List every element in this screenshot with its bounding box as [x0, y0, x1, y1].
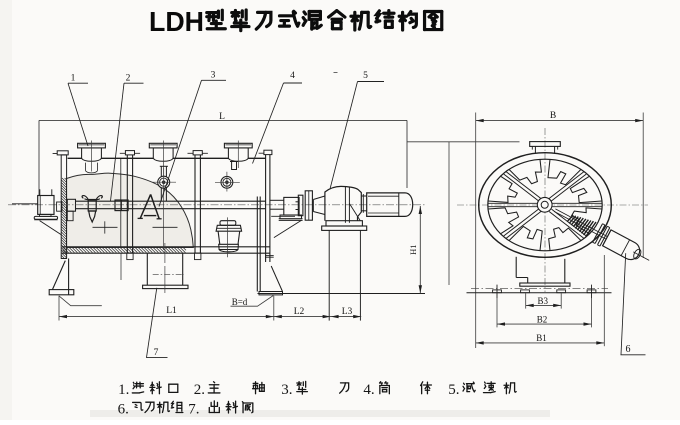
svg-text:L3: L3	[342, 307, 353, 317]
svg-text:B=d: B=d	[232, 297, 248, 307]
svg-text:2.: 2.	[194, 382, 205, 398]
svg-text:6.: 6.	[118, 401, 129, 417]
svg-text:LDH: LDH	[149, 6, 204, 37]
svg-text:5.: 5.	[448, 382, 459, 398]
svg-text:H1: H1	[408, 245, 418, 255]
svg-text:2: 2	[126, 74, 131, 84]
svg-text:B3: B3	[538, 296, 549, 306]
svg-text:B1: B1	[536, 333, 547, 343]
svg-text:B2: B2	[537, 315, 548, 325]
svg-text:7.: 7.	[188, 401, 199, 417]
svg-text:3.: 3.	[281, 382, 292, 398]
svg-text:3: 3	[211, 71, 216, 81]
svg-text:L2: L2	[294, 307, 305, 317]
svg-text:L: L	[219, 112, 225, 122]
svg-text:4: 4	[290, 71, 295, 81]
svg-text:4.: 4.	[363, 382, 374, 398]
svg-text:7: 7	[154, 348, 159, 358]
svg-text:5: 5	[363, 71, 368, 81]
svg-text:B: B	[550, 111, 556, 121]
svg-text:6: 6	[626, 344, 631, 355]
svg-text:L1: L1	[166, 306, 177, 316]
svg-text:1: 1	[71, 74, 76, 84]
svg-text:1.: 1.	[118, 382, 129, 398]
